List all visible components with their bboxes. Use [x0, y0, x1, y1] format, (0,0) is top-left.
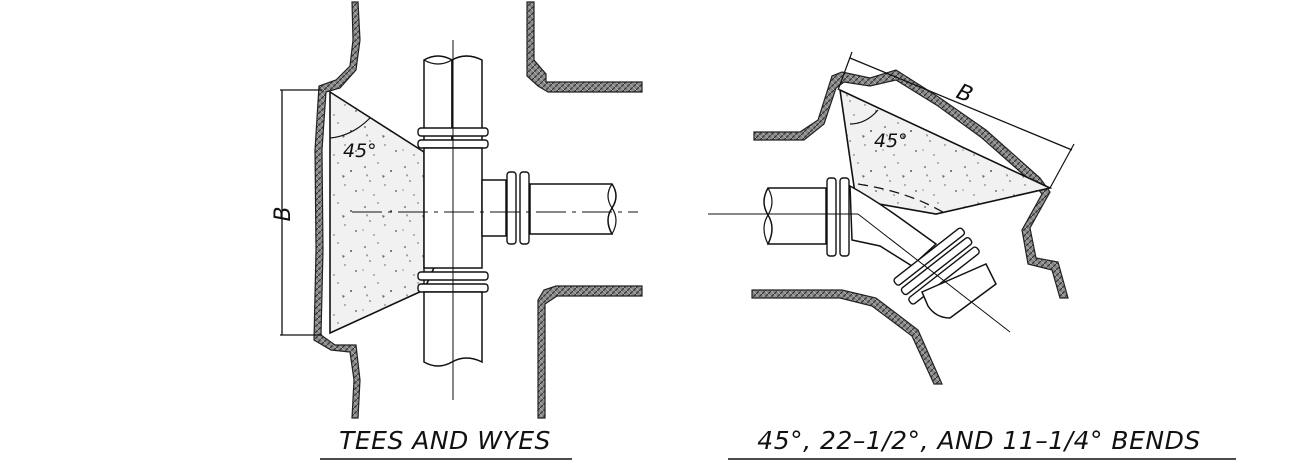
tee-wye-detail: B 45° TEES AND WYES [271, 1, 643, 460]
caption-tees-wyes: TEES AND WYES [339, 426, 551, 455]
dimension-b-right [837, 51, 1075, 189]
branch-pipe [481, 171, 617, 245]
dimension-label-b-right: B [953, 80, 976, 109]
bend-angled-centerline [857, 213, 1011, 333]
bend-detail: B 45° 45°, 22–1/2°, AND 11–1/4° BENDS [708, 51, 1236, 460]
caption-bends: 45°, 22–1/2°, AND 11–1/4° BENDS [757, 426, 1200, 455]
bend-block-hidden-line [857, 183, 947, 215]
dimension-label-b: B [271, 206, 296, 221]
bend-concrete-thrust-block [838, 88, 1053, 215]
angle-arc [329, 117, 371, 139]
bend-trench-wall-soil [751, 69, 1069, 385]
bend-angle-label: 45° [874, 130, 908, 152]
bend-pipe [763, 177, 997, 319]
trench-wall-soil [313, 1, 643, 419]
angle-label: 45° [343, 140, 377, 162]
dimension-b-left [280, 89, 322, 336]
bend-angle-arc [849, 109, 879, 125]
